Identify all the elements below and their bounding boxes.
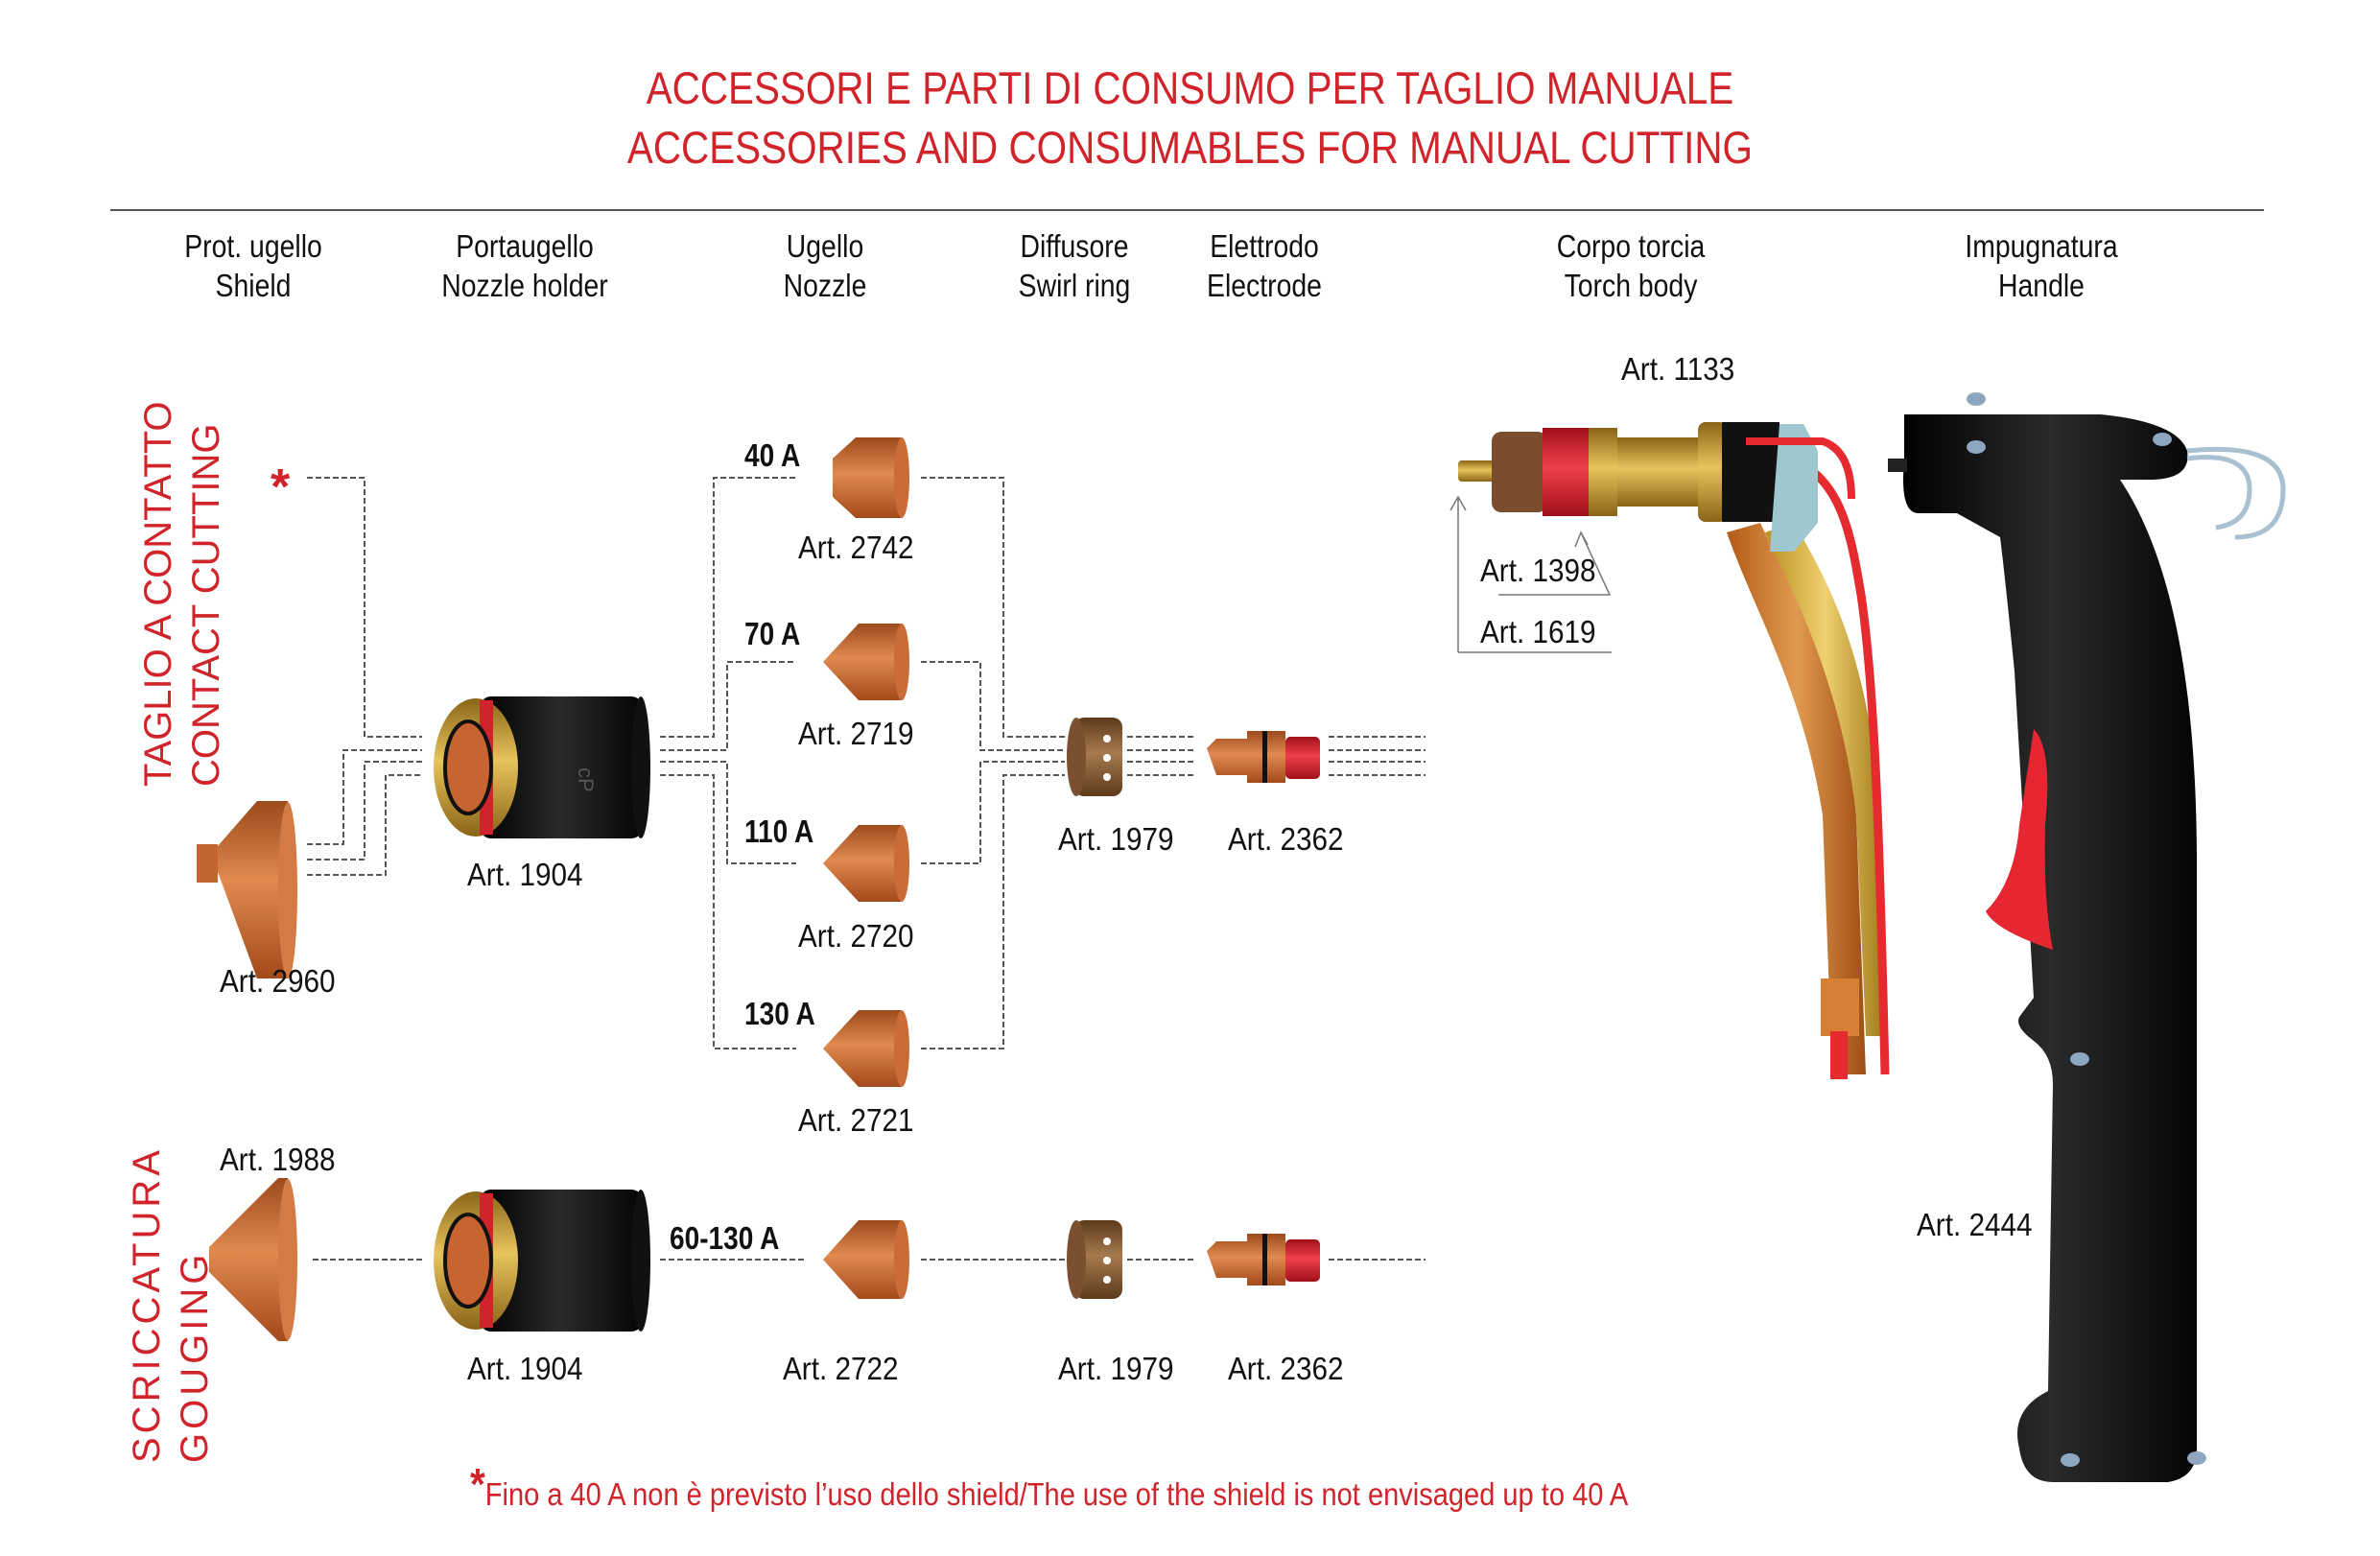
- column-header-swirl-ring: Diffusore Swirl ring: [1008, 226, 1141, 305]
- column-header-it: Prot. ugello: [184, 228, 322, 264]
- nozzle-2742-image: [833, 437, 909, 518]
- column-header-it: Corpo torcia: [1556, 228, 1706, 264]
- column-header-en: Swirl ring: [1018, 268, 1131, 303]
- connector-line: [307, 477, 422, 738]
- title-italian: ACCESSORI E PARTI DI CONSUMO PER TAGLIO …: [646, 62, 1734, 113]
- art-label-swirl-ring-1979: Art. 1979: [1058, 821, 1174, 857]
- art-label-nozzle-2742: Art. 2742: [798, 530, 914, 565]
- electrode-2362-image: [1207, 731, 1320, 783]
- art-label-nozzle-holder-1904: Art. 1904: [467, 857, 583, 892]
- art-label-shield-2960: Art. 2960: [220, 963, 336, 999]
- art-label-electrode-2362: Art. 2362: [1228, 821, 1344, 857]
- art-label-nozzle-2722: Art. 2722: [783, 1351, 899, 1386]
- amp-label-70: 70 A: [744, 616, 801, 651]
- nozzle-2719-image: [823, 624, 909, 700]
- column-header-en: Nozzle: [783, 268, 867, 303]
- art-label-shield-1988: Art. 1988: [220, 1142, 336, 1177]
- leader-line-1398: [1498, 530, 1612, 596]
- column-header-it: Diffusore: [1020, 228, 1129, 264]
- nozzle-2720-image: [823, 825, 909, 902]
- shield-1988-image: [209, 1178, 297, 1341]
- connector-lines-contact: [307, 477, 1426, 1261]
- art-label-swirl-ring-1979-gouging: Art. 1979: [1058, 1351, 1174, 1386]
- column-header-nozzle: Ugello Nozzle: [759, 226, 891, 305]
- connector-line: [921, 774, 1065, 1049]
- column-header-shield: Prot. ugello Shield: [171, 226, 336, 305]
- art-label-1619: Art. 1619: [1480, 614, 1596, 649]
- connector-line: [660, 661, 796, 751]
- footnote-italian: Fino a 40 A non è previsto l’uso dello s…: [484, 1476, 1027, 1512]
- electrode-2362-gouging-image: [1207, 1234, 1320, 1285]
- connector-line: [660, 774, 796, 1049]
- footnote-english: The use of the shield is not envisaged u…: [1026, 1476, 1629, 1512]
- art-label-handle-2444: Art. 2444: [1917, 1207, 2033, 1242]
- swirl-ring-1979-gouging-image: [1067, 1220, 1122, 1299]
- column-header-it: Impugnatura: [1965, 228, 2118, 264]
- nozzle-holder-1904-image: cP: [434, 696, 650, 838]
- art-label-electrode-2362-gouging: Art. 2362: [1228, 1351, 1344, 1386]
- handle-2444-image: [1888, 392, 2286, 1482]
- connector-line: [307, 749, 422, 845]
- amp-label-110: 110 A: [744, 813, 814, 849]
- torch-leader-lines: [1449, 495, 1612, 653]
- connector-line: [921, 477, 1065, 738]
- connector-line: [1127, 736, 1193, 776]
- column-header-en: Shield: [215, 268, 292, 303]
- shield-asterisk: *: [271, 460, 291, 515]
- nozzle-2721-image: [823, 1010, 909, 1087]
- connector-line: [660, 761, 796, 864]
- nozzle-2722-image: [823, 1220, 909, 1299]
- amp-label-40: 40 A: [744, 437, 801, 473]
- art-label-nozzle-2719: Art. 2719: [798, 716, 914, 751]
- column-header-en: Electrode: [1207, 268, 1322, 303]
- column-header-handle: Impugnatura Handle: [1943, 226, 2140, 305]
- column-header-en: Torch body: [1564, 268, 1698, 303]
- art-label-torch-body-1133: Art. 1133: [1621, 351, 1735, 387]
- connector-line: [307, 761, 422, 861]
- column-header-torch-body: Corpo torcia Torch body: [1532, 226, 1730, 305]
- connector-line: [307, 774, 422, 876]
- art-label-1398: Art. 1398: [1480, 553, 1596, 588]
- shield-2960-image: [197, 801, 297, 978]
- art-label-nozzle-2720: Art. 2720: [798, 918, 914, 954]
- amp-label-130: 130 A: [744, 996, 815, 1031]
- column-header-it: Elettrodo: [1210, 228, 1319, 264]
- column-header-electrode: Elettrodo Electrode: [1198, 226, 1331, 305]
- column-header-en: Handle: [1998, 268, 2085, 303]
- connector-line: [660, 477, 796, 738]
- column-header-en: Nozzle holder: [441, 268, 608, 303]
- connector-line: [921, 761, 1065, 864]
- column-header-it: Ugello: [786, 228, 864, 264]
- amp-label-60-130: 60-130 A: [670, 1220, 780, 1256]
- header-divider: [110, 209, 2264, 211]
- title-english: ACCESSORIES AND CONSUMABLES FOR MANUAL C…: [626, 122, 1753, 173]
- connector-line: [921, 661, 1065, 751]
- leader-line-1619: [1449, 495, 1467, 652]
- art-label-nozzle-holder-1904-gouging: Art. 1904: [467, 1351, 583, 1386]
- column-header-nozzle-holder: Portaugello Nozzle holder: [426, 226, 624, 305]
- column-header-it: Portaugello: [456, 228, 594, 264]
- torch-body-1133-image: [1458, 422, 1890, 1079]
- svg-text:cP: cP: [574, 767, 598, 792]
- connector-line: [1329, 736, 1426, 776]
- footnote-asterisk: *: [470, 1459, 485, 1509]
- footnote: *Fino a 40 A non è previsto l’uso dello …: [470, 1458, 1628, 1513]
- swirl-ring-1979-image: [1067, 718, 1122, 796]
- art-label-nozzle-2721: Art. 2721: [798, 1102, 914, 1138]
- nozzle-holder-1904-gouging-image: [434, 1190, 650, 1332]
